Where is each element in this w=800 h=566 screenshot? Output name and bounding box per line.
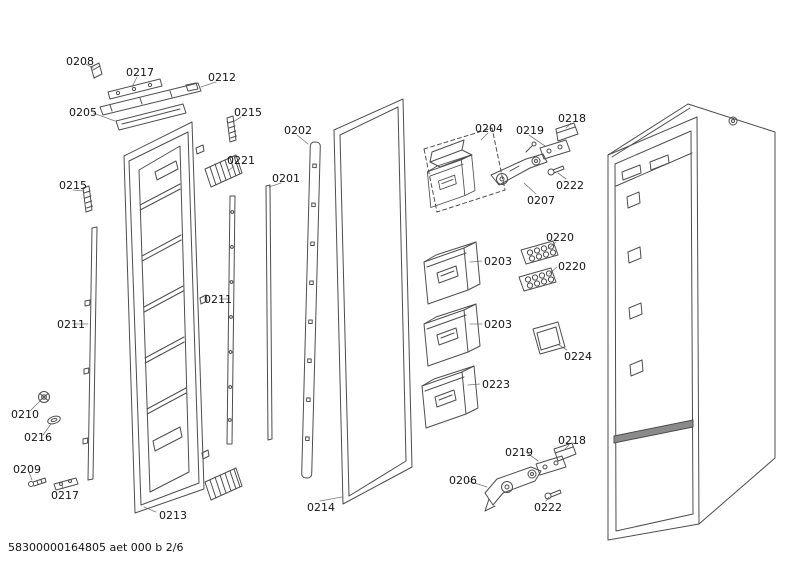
part-0203-bin-middle-drawing [423, 303, 481, 367]
part-0207-hinge-top-drawing [490, 141, 548, 186]
part-label-0219-top: 0219 [516, 124, 544, 137]
part-label-0216: 0216 [24, 431, 52, 444]
part-label-0212: 0212 [208, 71, 236, 84]
part-label-0221-top: 0221 [227, 154, 255, 167]
part-0218-cap-top-drawing [555, 122, 579, 142]
part-0215-clip-left-drawing [82, 185, 94, 213]
part-label-0206: 0206 [449, 474, 477, 487]
part-label-0208: 0208 [66, 55, 94, 68]
part-label-0220-b: 0220 [558, 260, 586, 273]
part-label-0201: 0201 [272, 172, 300, 185]
part-label-0218-bottom: 0218 [558, 434, 586, 447]
part-label-0218-top: 0218 [558, 112, 586, 125]
part-0215-clip-right-drawing [226, 115, 238, 143]
part-label-0204: 0204 [475, 122, 503, 135]
part-0217-strip-bottom-drawing [53, 477, 79, 491]
part-0206-hinge-bottom-drawing [484, 466, 542, 512]
part-label-0211-center: 0211 [204, 293, 232, 306]
part-0223-bin-lower-drawing [421, 365, 479, 429]
part-label-0213: 0213 [159, 509, 187, 522]
part-label-0214: 0214 [307, 501, 335, 514]
part-0202-trim-drawing [301, 141, 321, 479]
part-0205-bracket-drawing [115, 103, 187, 131]
part-0221-grille-top-drawing [204, 154, 243, 188]
part-label-0219-bottom: 0219 [505, 446, 533, 459]
part-label-0224: 0224 [564, 350, 592, 363]
part-0201-bar-drawing [265, 184, 273, 441]
part-label-0217-top: 0217 [126, 66, 154, 79]
part-0217-strip-top-drawing [107, 78, 163, 100]
part-0219-plate-bottom-drawing [535, 455, 567, 476]
part-0216-bushing-drawing [47, 415, 61, 425]
part-0212-rail-drawing [99, 82, 202, 116]
part-0211-rail-left-drawing [82, 226, 98, 481]
part-0224-cover-drawing [532, 321, 566, 355]
cabinet-drawing [607, 103, 776, 541]
part-0204-assembly-drawing [423, 127, 506, 213]
part-0219-plate-top-drawing [539, 139, 571, 160]
part-0209-screw-drawing [28, 477, 47, 487]
part-0213-gasket-drawing [123, 121, 205, 514]
inner-door-shelf-rails [139, 183, 187, 415]
part-0220-tray-b-drawing [518, 267, 557, 292]
part-0208-cap-drawing [90, 62, 103, 79]
part-label-0215-right: 0215 [234, 106, 262, 119]
part-0220-tray-a-drawing [520, 240, 559, 265]
part-label-0220-a: 0220 [546, 231, 574, 244]
part-0222-screw-top-drawing [547, 165, 565, 176]
part-label-0205: 0205 [69, 106, 97, 119]
part-0218-cap-bottom-drawing [553, 442, 577, 462]
part-label-0203-upper: 0203 [484, 255, 512, 268]
part-0203-bin-upper-drawing [423, 241, 481, 305]
document-number: 58300000164805 aet 000 b 2/6 [8, 541, 184, 554]
part-label-0215-left: 0215 [59, 179, 87, 192]
part-label-0202: 0202 [284, 124, 312, 137]
part-0210-grommet-drawing [38, 391, 50, 403]
part-label-0203-middle: 0203 [484, 318, 512, 331]
part-label-0222-top: 0222 [556, 179, 584, 192]
part-label-0210: 0210 [11, 408, 39, 421]
part-label-0217-bottom: 0217 [51, 489, 79, 502]
part-0214-door-panel-drawing [333, 98, 413, 505]
part-0211-rail-center-drawing [226, 195, 236, 445]
part-label-0211-left: 0211 [57, 318, 85, 331]
inner-door-drawing [128, 131, 210, 506]
part-label-0209: 0209 [13, 463, 41, 476]
part-0221-grille-bottom-drawing [204, 467, 243, 501]
part-0222-screw-bottom-drawing [544, 489, 562, 500]
part-label-0207: 0207 [527, 194, 555, 207]
part-label-0223: 0223 [482, 378, 510, 391]
part-label-0222-bottom: 0222 [534, 501, 562, 514]
